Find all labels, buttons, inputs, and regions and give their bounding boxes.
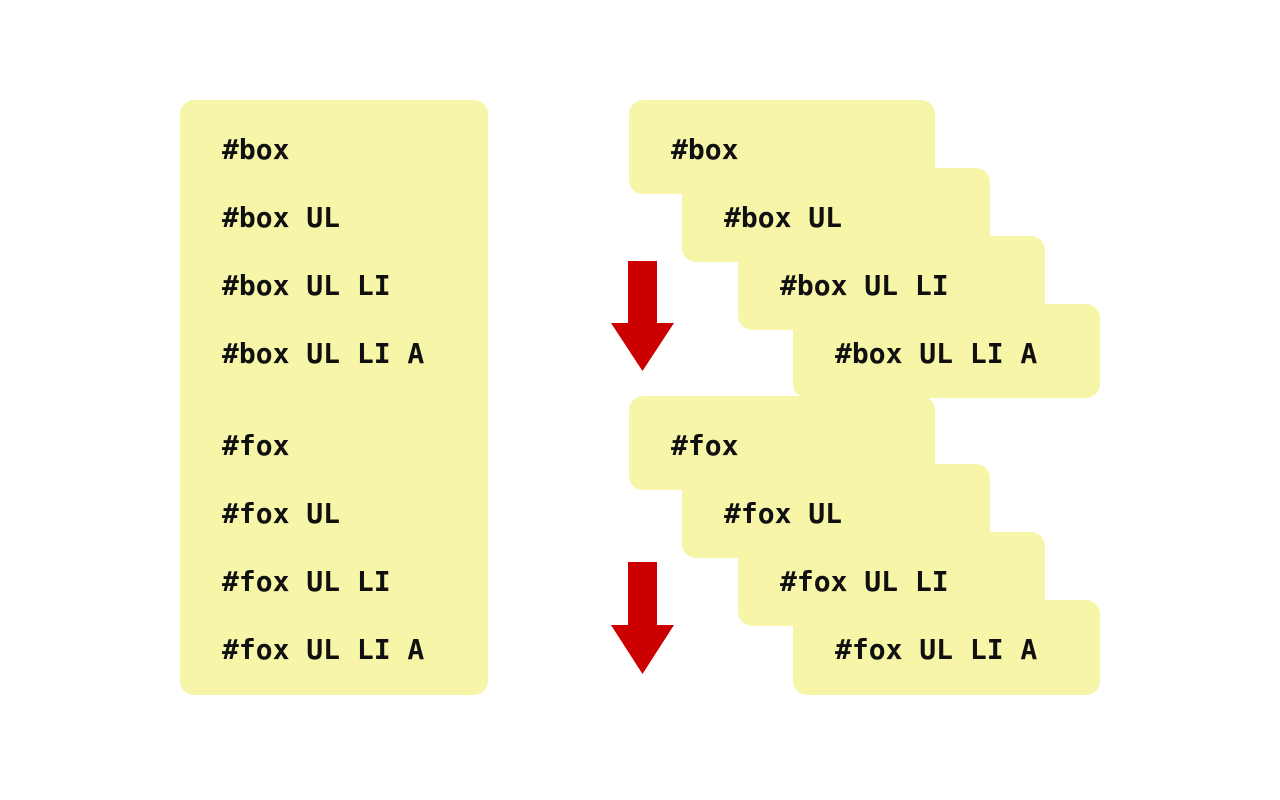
flat-line-fox-ul-li-a: #fox UL LI A [222, 633, 425, 666]
cascade-label-box: #box [671, 133, 739, 166]
cascade-label-box-ul: #box UL [724, 201, 843, 234]
flat-line-box-ul-li-a: #box UL LI A [222, 337, 425, 370]
cascade-card-fox-ul-li-a [793, 600, 1100, 695]
down-arrow-icon-fox [611, 562, 674, 674]
cascade-label-fox-ul-li: #fox UL LI [780, 565, 949, 598]
cascade-label-fox-ul: #fox UL [724, 497, 843, 530]
cascade-label-fox: #fox [671, 429, 739, 462]
cascade-label-box-ul-li-a: #box UL LI A [835, 337, 1038, 370]
flat-selector-panel [180, 100, 488, 695]
cascade-card-box-ul-li-a [793, 304, 1100, 398]
cascade-label-box-ul-li: #box UL LI [780, 269, 949, 302]
flat-line-fox: #fox [222, 429, 290, 462]
flat-line-box-ul-li: #box UL LI [222, 269, 391, 302]
flat-line-fox-ul: #fox UL [222, 497, 341, 530]
flat-line-box: #box [222, 133, 290, 166]
flat-line-fox-ul-li: #fox UL LI [222, 565, 391, 598]
flat-line-box-ul: #box UL [222, 201, 341, 234]
cascade-label-fox-ul-li-a: #fox UL LI A [835, 633, 1038, 666]
down-arrow-icon-box [611, 261, 674, 371]
